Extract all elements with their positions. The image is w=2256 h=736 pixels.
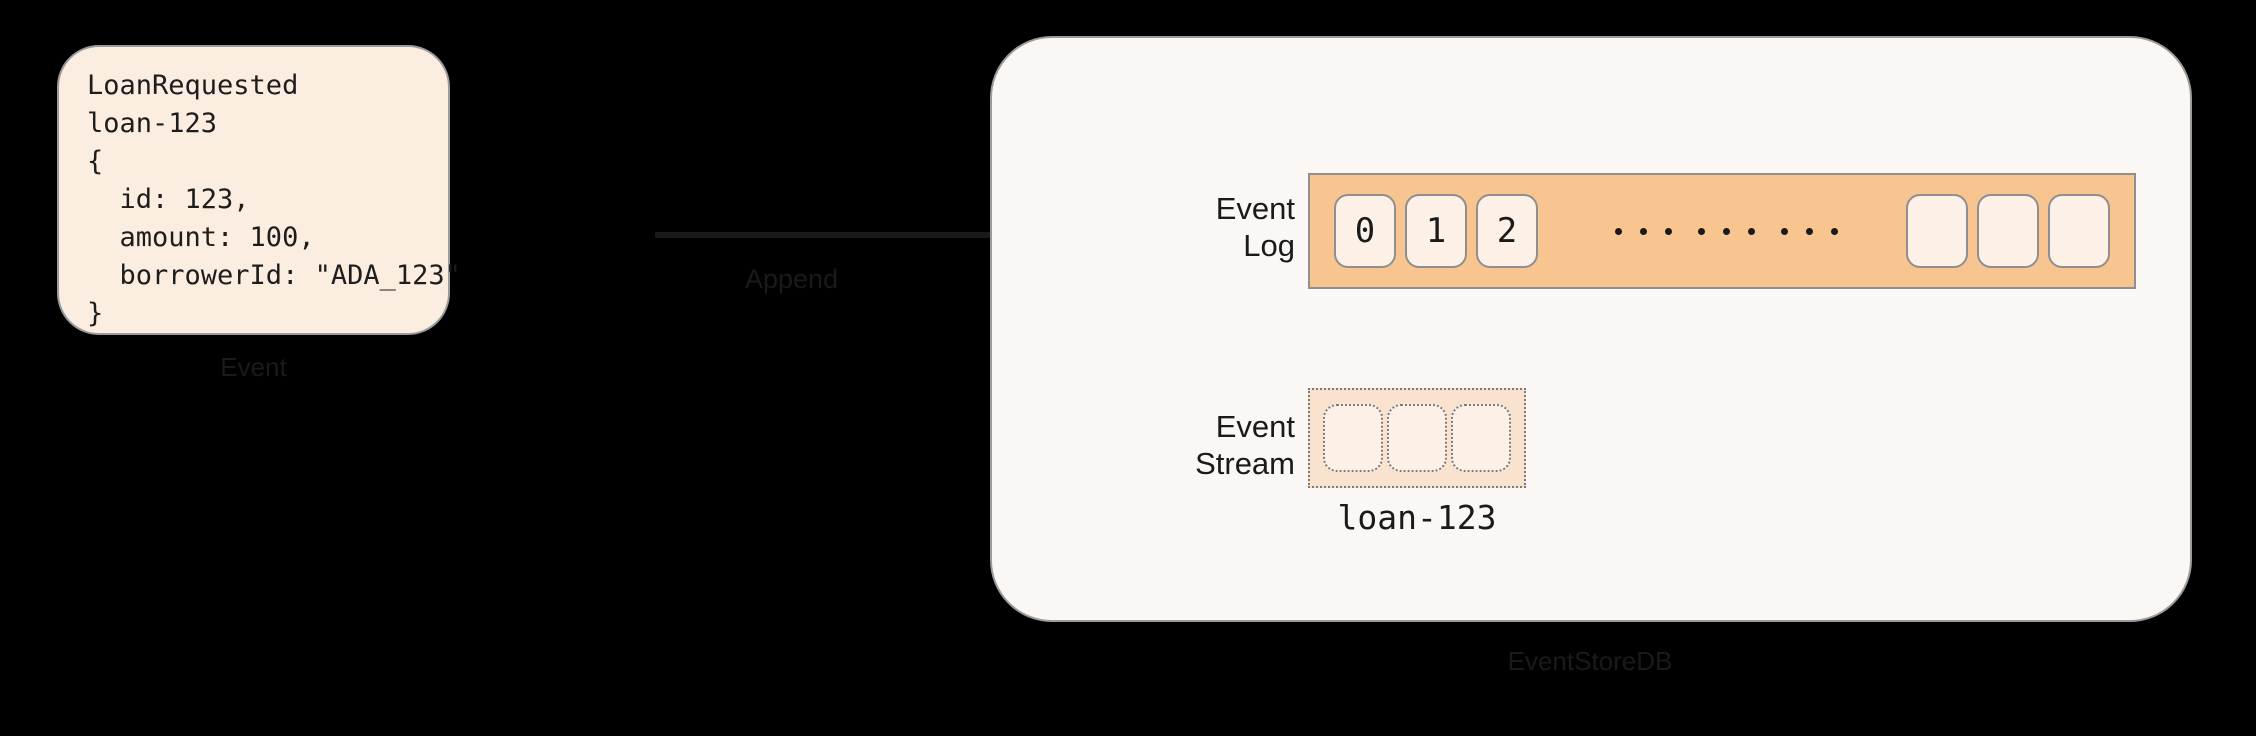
event-card-caption: Event: [220, 352, 287, 382]
event-stream-empty-cell[interactable]: [1323, 404, 1383, 472]
event-log-empty-cell[interactable]: [2048, 194, 2110, 268]
eventstoredb-container: [990, 36, 2192, 622]
event-payload-text: LoanRequested loan-123 { id: 123, amount…: [87, 70, 461, 329]
ellipsis-dot-icon: [1698, 227, 1705, 235]
ellipsis-dot-group: [1615, 227, 1672, 235]
event-log-ellipsis: [1547, 227, 1906, 235]
eventstoredb-caption: EventStoreDB: [1507, 646, 1673, 676]
ellipsis-dot-icon: [1781, 227, 1788, 235]
event-stream-empty-cell[interactable]: [1387, 404, 1447, 472]
event-log-band: 0 1 2: [1308, 173, 2136, 289]
ellipsis-dot-icon: [1640, 227, 1647, 235]
ellipsis-dot-icon: [1806, 227, 1813, 235]
event-stream-id: loan-123: [1337, 498, 1497, 537]
ellipsis-dot-group: [1698, 227, 1755, 235]
event-log-cell[interactable]: 2: [1476, 194, 1538, 268]
ellipsis-dot-group: [1781, 227, 1838, 235]
event-log-empty-cell[interactable]: [1977, 194, 2039, 268]
event-stream-label: Event Stream: [1195, 409, 1295, 481]
event-stream-band: [1308, 388, 1526, 488]
ellipsis-dot-icon: [1748, 227, 1755, 235]
event-stream-empty-cell[interactable]: [1451, 404, 1511, 472]
ellipsis-dot-icon: [1723, 227, 1730, 235]
ellipsis-dot-icon: [1831, 227, 1838, 235]
event-log-cell[interactable]: 1: [1405, 194, 1467, 268]
event-log-cell[interactable]: 0: [1334, 194, 1396, 268]
event-log-label: Event Log: [1215, 191, 1295, 263]
ellipsis-dot-icon: [1665, 227, 1672, 235]
event-card: LoanRequested loan-123 { id: 123, amount…: [57, 45, 461, 335]
append-label: Append: [745, 264, 839, 294]
ellipsis-dot-icon: [1615, 227, 1622, 235]
event-log-empty-cell[interactable]: [1906, 194, 1968, 268]
